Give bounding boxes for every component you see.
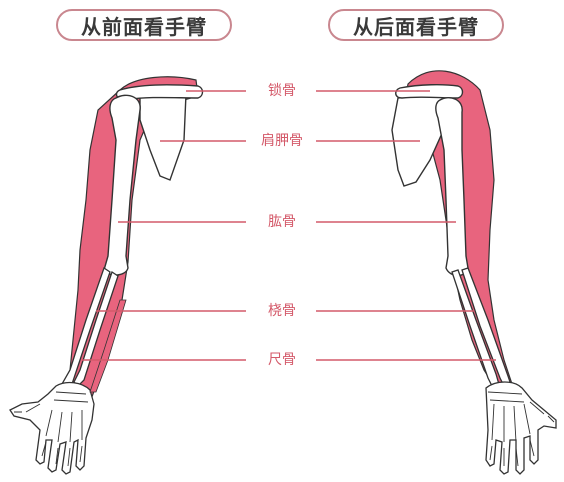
back-hand [486,382,556,474]
front-scapula [140,94,186,180]
label-radius: 桡骨 [252,303,312,319]
label-humerus: 肱骨 [252,214,312,230]
label-scapula: 肩胛骨 [252,133,312,149]
label-ulna: 尺骨 [252,352,312,368]
back-arm [392,71,556,474]
front-arm [10,77,203,474]
label-clavicle: 锁骨 [252,83,312,99]
front-hand [10,383,94,474]
